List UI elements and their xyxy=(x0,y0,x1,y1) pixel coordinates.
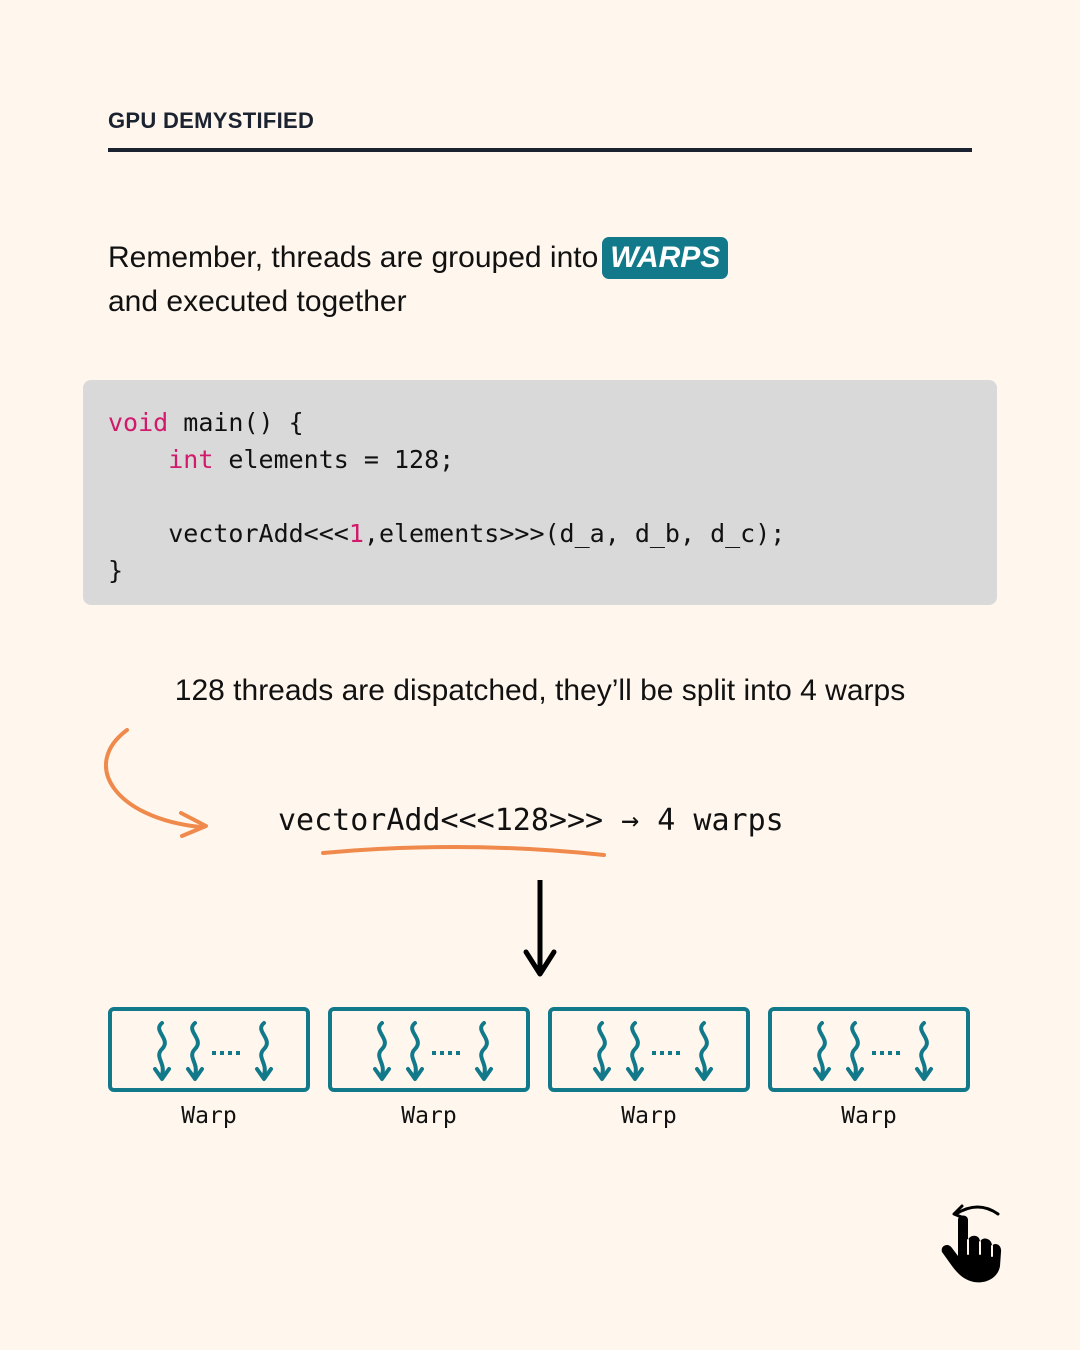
code-grid-size-highlight: 1 xyxy=(348,519,364,548)
code-line-2-rest: elements = 128; xyxy=(213,445,455,474)
curved-orange-arrow-icon xyxy=(104,728,208,838)
header-divider xyxy=(108,148,972,152)
swipe-hand-icon[interactable] xyxy=(938,1200,1008,1284)
code-line-4-before: vectorAdd<<< xyxy=(108,519,349,548)
code-listing: void main() { int elements = 128; vector… xyxy=(108,404,785,589)
code-block: void main() { int elements = 128; vector… xyxy=(83,380,997,605)
launch-kernel-call: vectorAdd<<<128>>> xyxy=(278,803,604,838)
warp-label: Warp xyxy=(401,1103,457,1129)
code-line-5: } xyxy=(108,556,124,585)
warp-box xyxy=(108,1007,310,1092)
orange-underline xyxy=(321,844,606,857)
launch-expression: vectorAdd<<<128>>> → 4 warps xyxy=(278,803,784,838)
dispatch-caption: 128 threads are dispatched, they’ll be s… xyxy=(174,674,906,707)
down-arrow-icon xyxy=(523,880,557,977)
launch-arrow: → xyxy=(603,803,658,838)
code-line-4-after: ,elements>>>(d_a, d_b, d_c); xyxy=(363,519,786,548)
warp-threads-icon xyxy=(813,1021,933,1081)
intro-text-before: Remember, threads are grouped into xyxy=(108,241,599,274)
warp-box xyxy=(768,1007,970,1092)
warp-threads-icon xyxy=(153,1021,273,1081)
warp-threads-icon xyxy=(593,1021,713,1081)
launch-result: 4 warps xyxy=(657,803,784,838)
warp-box xyxy=(548,1007,750,1092)
code-line-1-rest: main() { xyxy=(168,408,304,437)
code-keyword-int: int xyxy=(168,445,214,474)
warps-badge: WARPS xyxy=(602,237,729,279)
warp-label: Warp xyxy=(181,1103,237,1129)
warp-label: Warp xyxy=(841,1103,897,1129)
warp-label: Warp xyxy=(621,1103,677,1129)
intro-line-2: and executed together xyxy=(108,285,407,318)
warp-box xyxy=(328,1007,530,1092)
code-keyword-void: void xyxy=(108,408,169,437)
series-title: GPU DEMYSTIFIED xyxy=(108,108,315,133)
warp-threads-icon xyxy=(373,1021,493,1081)
